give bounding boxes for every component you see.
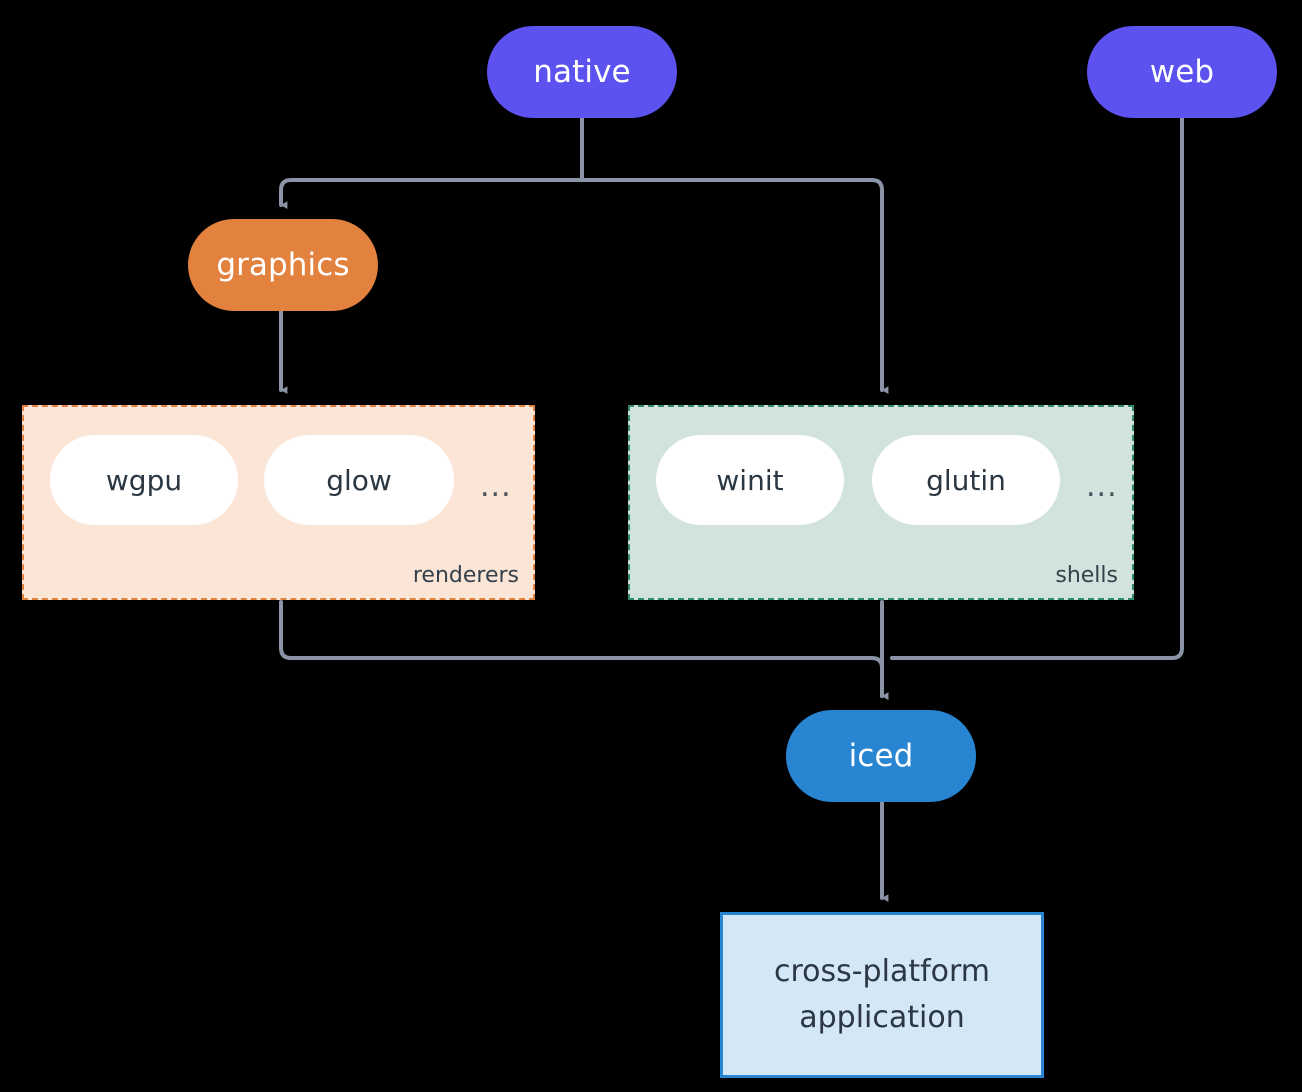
application-label-line2: application [799, 1000, 965, 1035]
node-wgpu-label: wgpu [105, 463, 183, 497]
node-winit[interactable]: winit [656, 435, 844, 525]
node-iced-label: iced [848, 737, 914, 774]
node-glow-label: glow [326, 463, 392, 497]
node-graphics[interactable]: graphics [188, 219, 378, 311]
edge-native-to-graphics [279, 178, 584, 210]
renderers-overflow-ellipsis: ... [480, 469, 512, 504]
edge-native-to-shells [580, 178, 889, 395]
node-iced[interactable]: iced [786, 710, 976, 802]
node-graphics-label: graphics [216, 246, 350, 283]
edge-renderers-to-iced [279, 600, 889, 701]
node-cross-platform-application[interactable]: cross-platform application [720, 912, 1044, 1078]
node-web-label: web [1149, 53, 1215, 90]
node-native-label: native [533, 53, 631, 90]
node-native[interactable]: native [487, 26, 677, 118]
node-glutin[interactable]: glutin [872, 435, 1060, 525]
group-shells-label: shells [1055, 563, 1118, 588]
node-glutin-label: glutin [926, 463, 1006, 497]
shells-overflow-ellipsis: ... [1086, 469, 1118, 504]
node-glow[interactable]: glow [264, 435, 454, 525]
node-winit-label: winit [716, 463, 784, 497]
group-renderers-label: renderers [412, 563, 519, 588]
node-web[interactable]: web [1087, 26, 1277, 118]
node-wgpu[interactable]: wgpu [50, 435, 238, 525]
application-label-line1: cross-platform [773, 953, 991, 989]
